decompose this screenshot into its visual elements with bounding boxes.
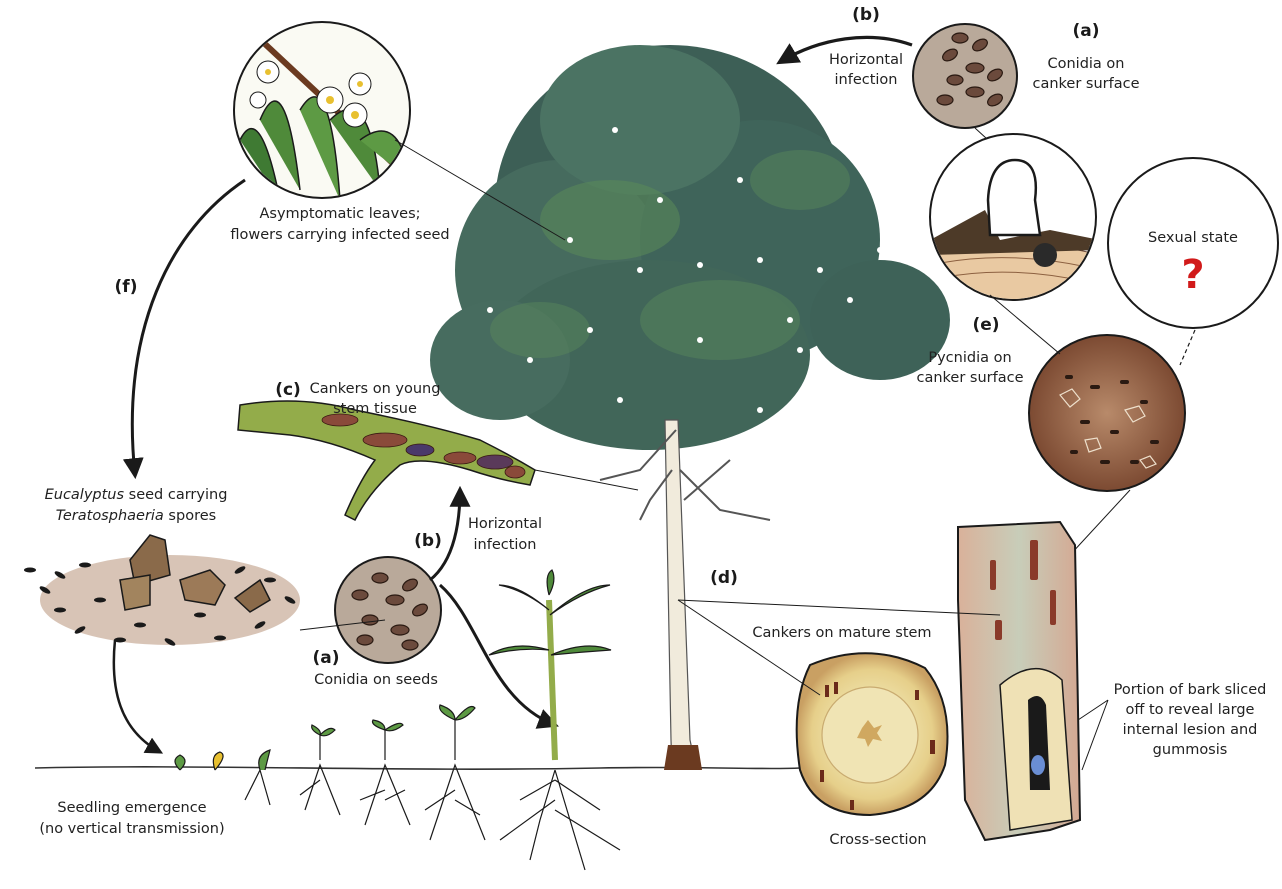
label-e-line2: canker surface (916, 370, 1023, 386)
label-a-mid-tag: (a) (312, 648, 339, 668)
bark-section-drawing (958, 522, 1080, 840)
label-b-top-line2: infection (835, 72, 898, 88)
pycnidia-to-bark-line (1070, 490, 1130, 555)
label-cross-section: Cross-section (829, 832, 926, 848)
seedlings-row (175, 705, 485, 840)
leaves-flowers-inset (234, 22, 410, 200)
conidia-seeds-inset (335, 557, 441, 663)
label-b-mid-line1: Horizontal (468, 516, 542, 532)
label-d-tag: (d) (710, 568, 738, 588)
label-a-mid-text: Conidia on seeds (314, 672, 438, 688)
label-seed-line1-genus: Eucalyptus (45, 487, 125, 503)
label-c-line1: Cankers on young (310, 381, 441, 397)
label-b-mid-line2: infection (474, 537, 537, 553)
label-seed-line1: Eucalyptus seed carrying (45, 487, 228, 503)
pycnidia-surface-inset (1029, 335, 1185, 491)
label-seed-line2: Teratosphaeria spores (56, 508, 216, 524)
label-seedling-line1: Seedling emergence (57, 800, 206, 816)
label-bark-line4: gummosis (1153, 742, 1228, 758)
sexual-state-dashed-link (1180, 330, 1195, 365)
horizontal-infection-arrow-seedling (440, 585, 555, 725)
pycnidium-section-inset (930, 134, 1100, 310)
large-seedling (489, 570, 620, 870)
question-mark: ? (1181, 252, 1204, 298)
label-b-mid-tag: (b) (414, 531, 442, 551)
label-e-tag: (e) (972, 315, 999, 335)
seed-pile (24, 535, 300, 647)
sexual-state-inset: Sexual state ? (1108, 158, 1278, 328)
label-seed-line2-genus: Teratosphaeria (56, 508, 164, 524)
label-c-tag: (c) (275, 380, 301, 400)
sexual-state-label: Sexual state (1148, 230, 1238, 246)
label-leaves-line2: flowers carrying infected seed (230, 227, 449, 243)
label-seedling-line2: (no vertical transmission) (39, 821, 224, 837)
trunk-base (664, 745, 702, 770)
bark-callout-lines (1078, 700, 1108, 770)
label-f-tag: (f) (115, 277, 138, 297)
label-a-top-tag: (a) (1072, 21, 1099, 41)
label-a-top-line2: canker surface (1032, 76, 1139, 92)
young-stem-callout (535, 470, 638, 490)
label-b-top-tag: (b) (852, 5, 880, 25)
conidia-canker-inset (913, 24, 1017, 128)
seed-cycle-arrow (132, 180, 245, 475)
label-leaves-line1: Asymptomatic leaves; (259, 206, 420, 222)
label-bark-line3: internal lesion and (1123, 722, 1258, 738)
pycnidia-to-section-line (990, 295, 1060, 354)
label-bark-line2: off to reveal large (1126, 702, 1255, 718)
label-b-top-line1: Horizontal (829, 52, 903, 68)
tree-canopy (430, 45, 950, 450)
stem-cross-section (797, 653, 948, 815)
label-c-line2: stem tissue (333, 401, 417, 417)
label-seed-line2-rest: spores (164, 508, 216, 524)
label-a-top-line1: Conidia on (1047, 56, 1124, 72)
mature-stem-callout (678, 600, 1000, 615)
label-seed-line1-rest: seed carrying (124, 487, 227, 503)
cross-section-callout (678, 600, 820, 695)
seed-to-seedling-arrow (114, 640, 160, 752)
label-e-line1: Pycnidia on (928, 350, 1011, 366)
label-d-text: Cankers on mature stem (752, 625, 931, 641)
label-bark-line1: Portion of bark sliced (1114, 682, 1267, 698)
